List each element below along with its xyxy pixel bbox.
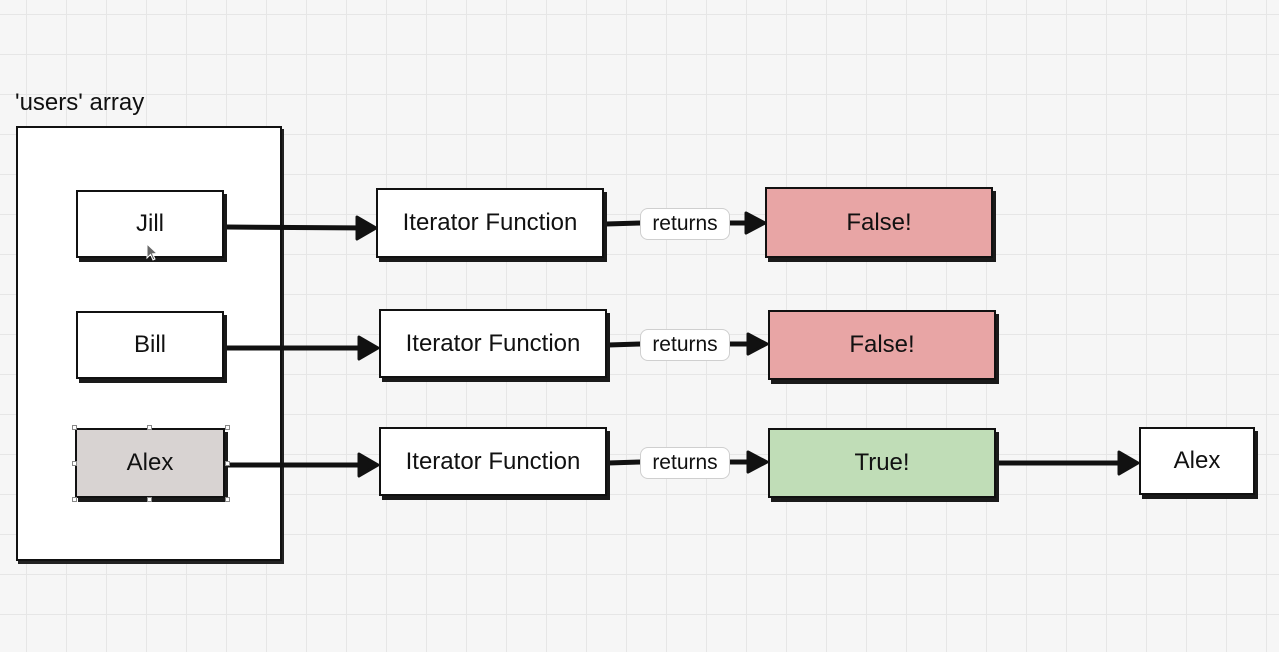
iterator-function-label: Iterator Function bbox=[405, 329, 581, 357]
mouse-cursor-icon bbox=[146, 243, 159, 261]
found-user-label: Alex bbox=[1173, 447, 1221, 474]
connector-iterator-2-to-returns bbox=[605, 341, 644, 348]
result-node-3[interactable]: True! bbox=[768, 428, 996, 498]
resize-handle-n[interactable] bbox=[147, 425, 152, 430]
result-node-2[interactable]: False! bbox=[768, 310, 996, 380]
arrow-true-to-found-head bbox=[1117, 450, 1140, 476]
found-user-node[interactable]: Alex bbox=[1139, 427, 1255, 495]
resize-handle-s[interactable] bbox=[147, 497, 152, 502]
users-array-label: 'users' array bbox=[15, 89, 145, 116]
returns-label-3: returns bbox=[640, 447, 730, 479]
user-node-label: Jill bbox=[136, 210, 164, 237]
arrow-returns-2-to-result-head bbox=[746, 332, 769, 356]
arrow-alex-to-iterator-head bbox=[357, 452, 380, 478]
user-node-bill[interactable]: Bill bbox=[76, 311, 224, 379]
result-label: False! bbox=[849, 331, 915, 358]
iterator-function-label: Iterator Function bbox=[402, 209, 578, 236]
resize-handle-w[interactable] bbox=[72, 461, 77, 466]
result-label: True! bbox=[854, 449, 910, 476]
resize-handle-e[interactable] bbox=[225, 461, 230, 466]
iterator-function-node-3[interactable]: Iterator Function bbox=[379, 427, 607, 496]
result-node-1[interactable]: False! bbox=[765, 187, 993, 258]
resize-handle-sw[interactable] bbox=[72, 497, 77, 502]
returns-label-2: returns bbox=[640, 329, 730, 361]
resize-handle-se[interactable] bbox=[225, 497, 230, 502]
result-label: False! bbox=[846, 208, 912, 236]
arrow-jill-to-iterator bbox=[223, 224, 375, 231]
user-node-label: Alex bbox=[126, 449, 174, 476]
iterator-function-label: Iterator Function bbox=[405, 447, 581, 475]
arrow-jill-to-iterator-head bbox=[355, 215, 378, 241]
arrow-returns-1-to-result-head bbox=[744, 211, 767, 235]
iterator-function-node-1[interactable]: Iterator Function bbox=[376, 188, 604, 258]
connector-iterator-3-to-returns bbox=[605, 459, 644, 466]
arrow-bill-to-iterator-head bbox=[357, 335, 380, 361]
resize-handle-nw[interactable] bbox=[72, 425, 77, 430]
user-node-label: Bill bbox=[133, 331, 166, 358]
connector-iterator-1-to-returns bbox=[603, 220, 644, 227]
iterator-function-node-2[interactable]: Iterator Function bbox=[379, 309, 607, 378]
resize-handle-ne[interactable] bbox=[225, 425, 230, 430]
returns-label-1: returns bbox=[640, 208, 730, 240]
user-node-alex[interactable]: Alex bbox=[75, 428, 225, 498]
arrow-returns-3-to-result-head bbox=[746, 450, 769, 474]
